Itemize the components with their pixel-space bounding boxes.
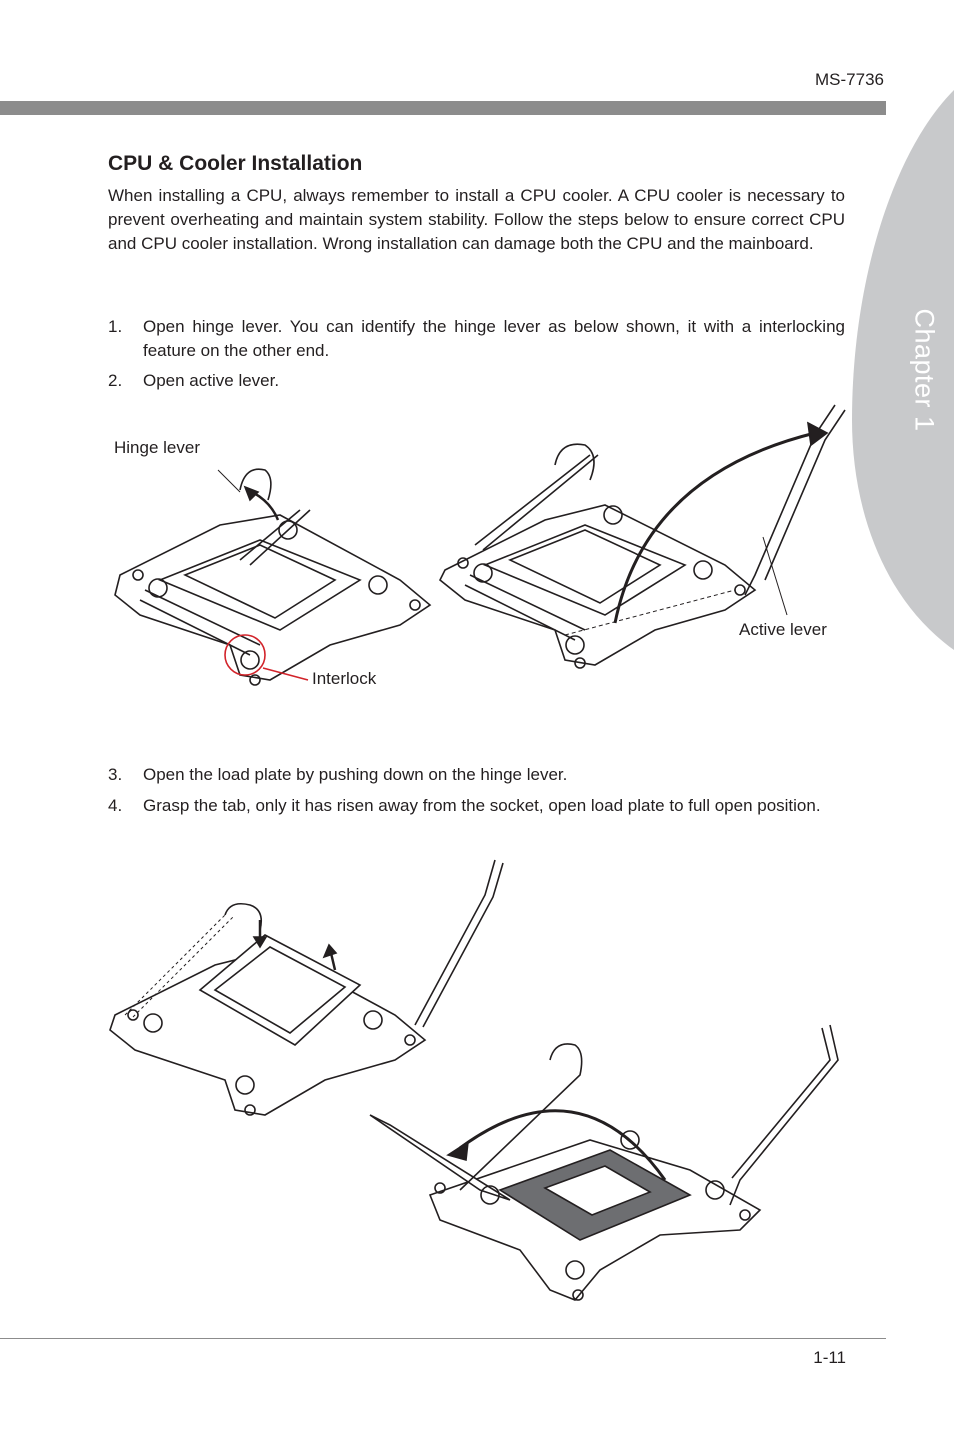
socket-figure-active-lever xyxy=(438,404,846,669)
header-bar xyxy=(0,101,886,115)
model-number: MS-7736 xyxy=(815,70,884,89)
socket-figure-hinge-lever xyxy=(114,468,432,686)
step-text: Open hinge lever. You can identify the h… xyxy=(143,317,845,360)
step-text: Open the load plate by pushing down on t… xyxy=(143,765,568,784)
step-3: 3. Open the load plate by pushing down o… xyxy=(108,763,845,787)
socket-figure-load-plate-open xyxy=(369,1024,839,1301)
chapter-label: Chapter 1 xyxy=(909,308,940,432)
step-2: 2. Open active lever. xyxy=(108,369,845,393)
step-number: 2. xyxy=(108,371,123,390)
page-number: 1-11 xyxy=(813,1348,846,1367)
step-text: Grasp the tab, only it has risen away fr… xyxy=(143,796,821,815)
step-4: 4. Grasp the tab, only it has risen away… xyxy=(108,794,845,818)
footer-line xyxy=(0,1338,886,1339)
interlock-label: Interlock xyxy=(312,669,377,688)
step-number: 4. xyxy=(108,796,123,815)
step-number: 1. xyxy=(108,317,123,336)
active-lever-label: Active lever xyxy=(739,620,827,639)
section-title: CPU & Cooler Installation xyxy=(108,152,363,175)
step-number: 3. xyxy=(108,765,123,784)
intro-paragraph: When installing a CPU, always remember t… xyxy=(108,186,845,253)
socket-figure-load-plate-push xyxy=(109,859,504,1116)
hinge-lever-label: Hinge lever xyxy=(114,438,200,457)
step-1: 1. Open hinge lever. You can identify th… xyxy=(108,315,845,363)
step-text: Open active lever. xyxy=(143,371,280,390)
chapter-tab xyxy=(852,90,954,650)
